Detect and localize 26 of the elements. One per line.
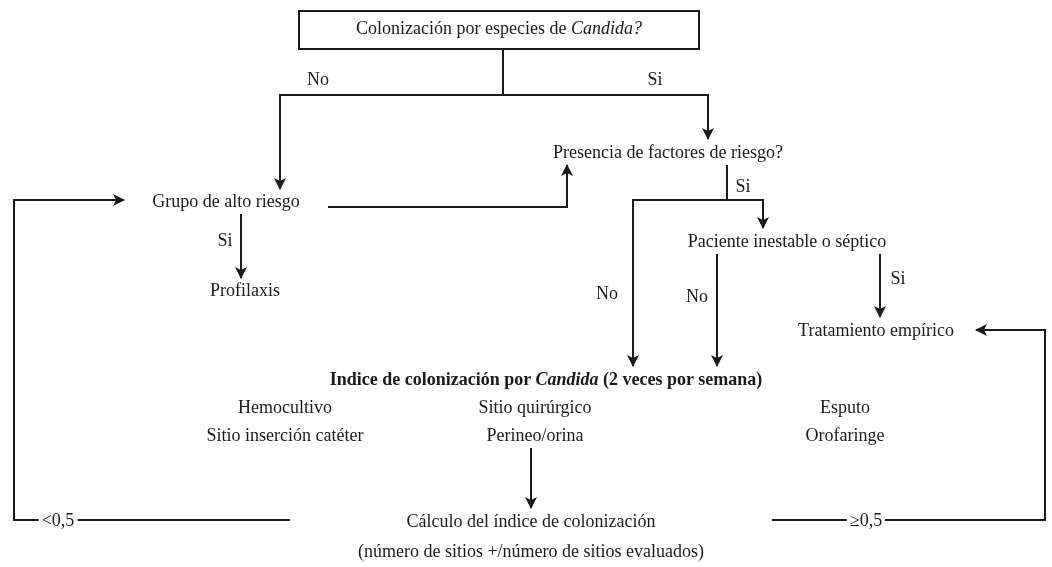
outcome-text: Tratamiento empírico <box>776 317 976 343</box>
arrow <box>627 164 728 367</box>
calculation-text: Cálculo del índice de colonización <box>406 510 656 532</box>
site-name: Esputo <box>820 396 870 418</box>
site-name: Sitio inserción catéter <box>206 424 364 446</box>
arrow <box>711 253 723 367</box>
question-text: Paciente inestable o séptico <box>678 228 896 254</box>
site-name: Orofaringe <box>805 424 885 446</box>
site-name: Hemocultivo <box>238 396 332 418</box>
arrow <box>874 253 886 318</box>
arrow <box>327 164 573 208</box>
site-name: Sitio quirúrgico <box>478 396 592 418</box>
edge-label: ≥0,5 <box>846 510 886 530</box>
step-text: Grupo de alto riesgo <box>124 189 328 214</box>
arrow <box>235 213 247 279</box>
site-name: Perineo/orina <box>486 424 584 446</box>
outcome-text: Profilaxis <box>190 278 300 303</box>
formula-text: (número de sitios +/número de sitios evaluados) <box>357 540 705 562</box>
arrow <box>502 49 714 140</box>
section-heading: Indice de colonización por Candida (2 veces por semana) <box>329 368 763 390</box>
arrow <box>13 194 291 521</box>
arrow <box>771 324 1046 521</box>
decision-box: Colonización por especies de Candida? <box>298 10 700 50</box>
edge-label: <0,5 <box>38 510 78 530</box>
arrow <box>525 447 537 509</box>
question-text: Presencia de factores de riesgo? <box>510 139 826 165</box>
